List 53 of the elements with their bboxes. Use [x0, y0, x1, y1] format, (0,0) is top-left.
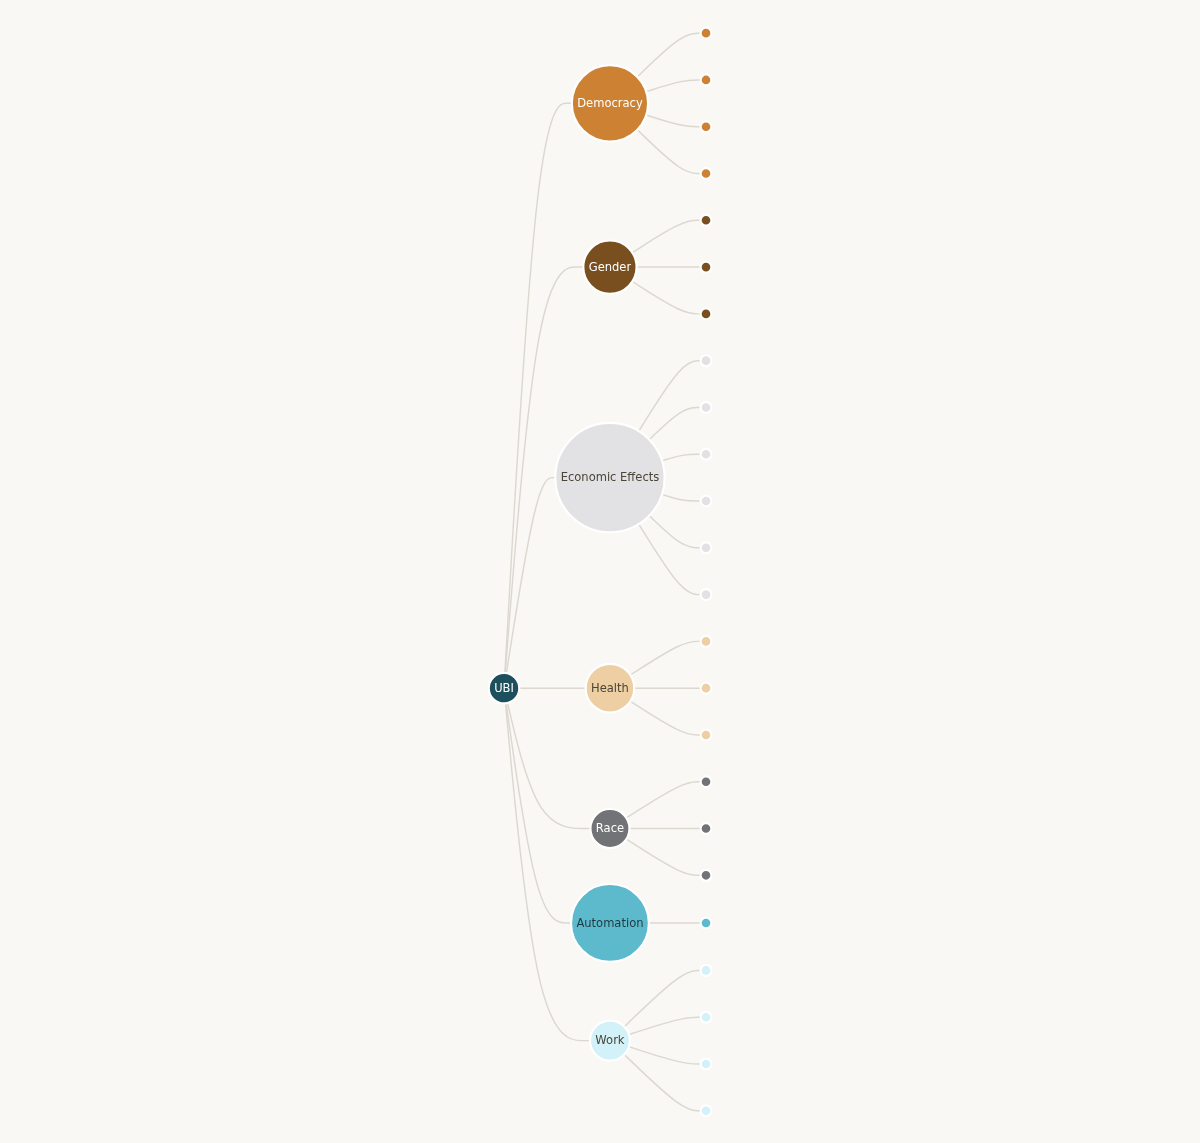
node-circle [699, 587, 713, 601]
connector [504, 702, 591, 1041]
connector [631, 219, 702, 253]
node-circle [699, 681, 713, 695]
node-circle: Automation [569, 882, 650, 963]
connector [636, 31, 702, 78]
node-circle: Work [588, 1019, 631, 1062]
connector [623, 1053, 702, 1112]
connector [638, 359, 702, 432]
node-circle [699, 821, 713, 835]
connector [625, 780, 702, 819]
node-circle [699, 400, 713, 414]
node-circle [699, 447, 713, 461]
node-circle: UBI [487, 671, 521, 705]
node-circle [699, 494, 713, 508]
connector [638, 522, 702, 595]
node-circle [699, 166, 713, 180]
node-circle: Gender [582, 238, 638, 295]
node-circle [699, 963, 713, 977]
node-circle [699, 26, 713, 40]
node-circle: Health [584, 662, 636, 714]
node-circle [699, 213, 713, 227]
node-circle: Race [589, 807, 631, 849]
node-circle [699, 728, 713, 741]
node-circle [699, 774, 713, 788]
connector [625, 837, 702, 876]
node-circle [699, 916, 713, 929]
connector [633, 687, 702, 689]
connector [636, 128, 702, 174]
connector [629, 640, 702, 676]
connector [623, 969, 702, 1027]
node-circle [699, 353, 713, 367]
node-circle [699, 1103, 713, 1117]
connector [629, 700, 702, 736]
connector [631, 280, 702, 315]
node-circle [699, 540, 713, 554]
connector [648, 514, 702, 549]
node-circle [699, 306, 713, 320]
connector [628, 1045, 702, 1065]
connector [505, 702, 572, 924]
node-circle [699, 119, 713, 133]
node-circle: Democracy [570, 63, 650, 143]
node-circle [699, 1010, 713, 1024]
connector [661, 493, 702, 502]
connector [661, 453, 702, 462]
connector [628, 1016, 702, 1035]
node-circle [699, 260, 713, 274]
node-circle [699, 868, 713, 882]
node-circle [699, 634, 713, 648]
node-circle [699, 73, 713, 86]
node-circle: Economic Effects [554, 421, 666, 533]
node-circle [699, 1057, 713, 1070]
connector [648, 406, 702, 440]
